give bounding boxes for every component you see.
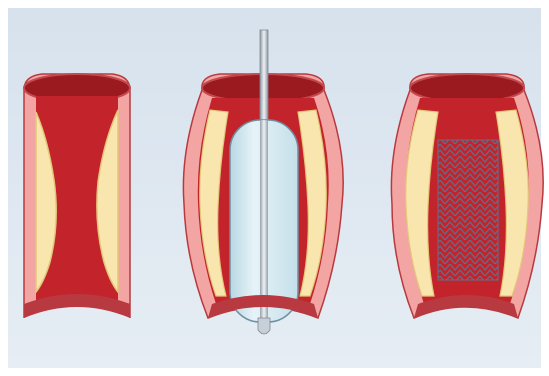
catheter-shaft: [260, 120, 268, 322]
artery-top-opening: [410, 74, 524, 102]
panel-narrowed-artery: [24, 74, 130, 318]
panel-stent-placement: [391, 74, 543, 318]
catheter-tip: [258, 318, 270, 334]
stent-mesh: [438, 140, 498, 280]
